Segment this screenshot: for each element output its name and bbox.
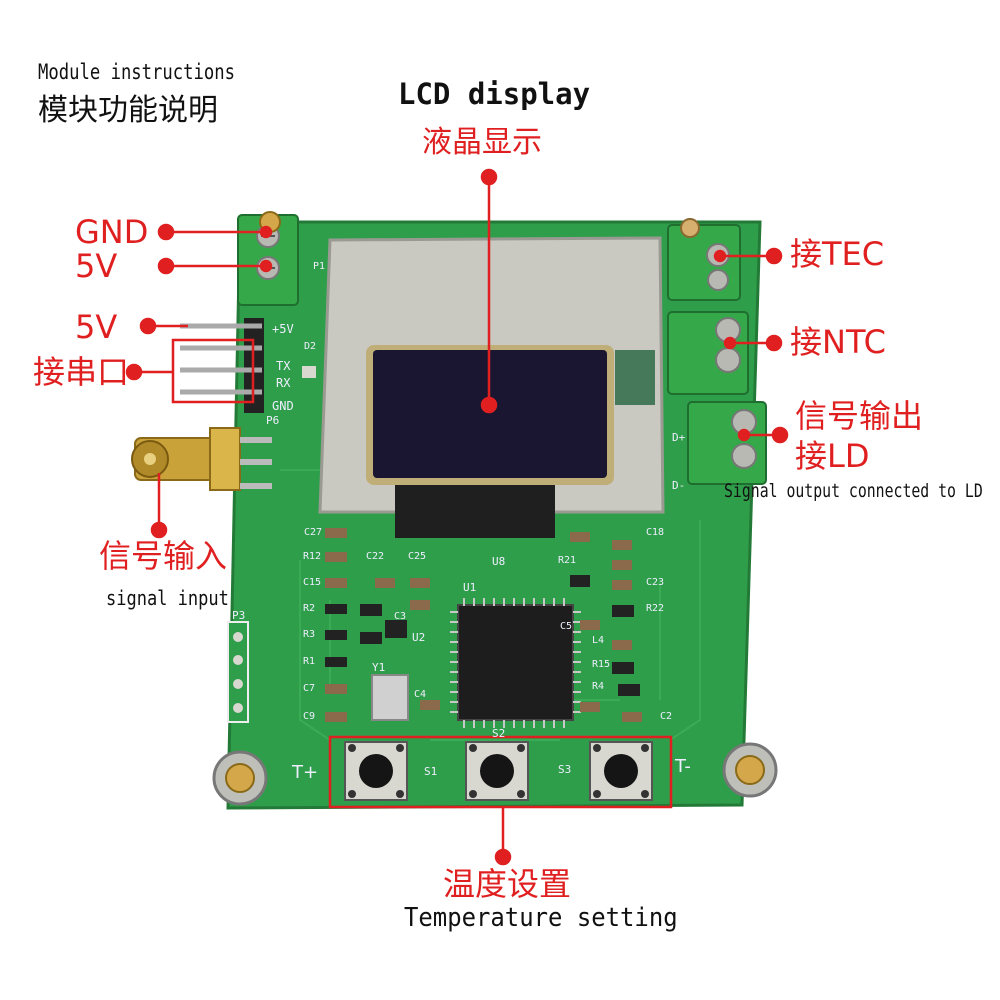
silk-tx: TX bbox=[276, 359, 291, 373]
silk-t-minus: T- bbox=[675, 756, 691, 777]
lcd-screen bbox=[366, 345, 655, 485]
designator-c5: C5 bbox=[560, 621, 573, 632]
designator-c22: C22 bbox=[366, 551, 385, 562]
gnd-label: GND bbox=[75, 213, 149, 251]
silk-y1: Y1 bbox=[372, 661, 386, 674]
designator-r22: R22 bbox=[646, 603, 665, 614]
silk-p3: P3 bbox=[232, 609, 246, 622]
button-icon bbox=[344, 741, 408, 801]
designator-r21: R21 bbox=[558, 555, 577, 566]
silk-s2: S2 bbox=[492, 727, 506, 740]
designator-c15: C15 bbox=[303, 577, 322, 588]
silk-gnd: GND bbox=[272, 399, 294, 413]
instructions-title-cn: 模块功能说明 bbox=[38, 93, 218, 128]
tec-label: 接TEC bbox=[790, 235, 885, 273]
silk-p1: P1 bbox=[313, 261, 326, 272]
designator-c2: C2 bbox=[660, 711, 673, 722]
ntc-label: 接NTC bbox=[790, 323, 886, 361]
signal-input-label-cn: 信号输入 bbox=[99, 537, 228, 575]
signal-output-label-cn: 信号输出 bbox=[795, 397, 924, 435]
silk-d-plus: D+ bbox=[672, 431, 686, 444]
designator-c3: C3 bbox=[394, 611, 407, 622]
silk-5v: +5V bbox=[272, 322, 294, 336]
designator-r1: R1 bbox=[303, 656, 316, 667]
ld-label-cn: 接LD bbox=[795, 437, 870, 475]
silk-d2: D2 bbox=[304, 341, 317, 352]
terminal-block-icon bbox=[667, 311, 749, 395]
silk-s3: S3 bbox=[558, 763, 572, 776]
signal-input-label-en: signal input bbox=[106, 586, 229, 610]
designator-r12: R12 bbox=[303, 551, 322, 562]
terminal-block-icon bbox=[687, 401, 767, 485]
silk-u8: U8 bbox=[492, 555, 506, 568]
lcd-label-cn: 液晶显示 bbox=[422, 125, 542, 160]
pin-header-icon bbox=[180, 318, 264, 413]
silk-u1: U1 bbox=[463, 581, 477, 594]
temperature-setting-label-en: Temperature setting bbox=[404, 903, 678, 933]
designator-r2: R2 bbox=[303, 603, 316, 614]
silk-p6: P6 bbox=[266, 414, 280, 427]
sma-connector-icon bbox=[131, 427, 272, 491]
designator-c25: C25 bbox=[408, 551, 427, 562]
silk-rx: RX bbox=[276, 376, 291, 390]
instructions-title-en: Module instructions bbox=[38, 60, 235, 84]
lcd-label-en: LCD display bbox=[398, 77, 591, 111]
button-icon bbox=[465, 741, 529, 801]
designator-l4: L4 bbox=[592, 635, 605, 646]
silk-d-minus: D- bbox=[672, 479, 686, 492]
five-volt-mid-label: 5V bbox=[75, 308, 118, 346]
designator-r3: R3 bbox=[303, 629, 316, 640]
designator-c4: C4 bbox=[414, 689, 427, 700]
designator-r4: R4 bbox=[592, 681, 605, 692]
silk-t-plus: T+ bbox=[292, 762, 319, 783]
terminal-block-icon bbox=[667, 218, 741, 301]
button-icon bbox=[589, 741, 653, 801]
silk-u2: U2 bbox=[412, 631, 426, 644]
silk-s1: S1 bbox=[424, 765, 438, 778]
designator-c18: C18 bbox=[646, 527, 665, 538]
five-volt-top-label: 5V bbox=[75, 247, 118, 285]
temperature-setting-label-cn: 温度设置 bbox=[443, 865, 572, 903]
pin-header-p3 bbox=[227, 621, 249, 723]
designator-c23: C23 bbox=[646, 577, 665, 588]
signal-output-label-en: Signal output connected to LD bbox=[724, 480, 983, 502]
annotations bbox=[125, 168, 789, 866]
smd-components bbox=[302, 366, 642, 722]
designator-c7: C7 bbox=[303, 683, 316, 694]
chip-icon bbox=[450, 598, 581, 728]
designator-c9: C9 bbox=[303, 711, 316, 722]
designator-r15: R15 bbox=[592, 659, 611, 670]
serial-port-label: 接串口 bbox=[33, 353, 130, 391]
designator-c27: C27 bbox=[304, 527, 323, 538]
